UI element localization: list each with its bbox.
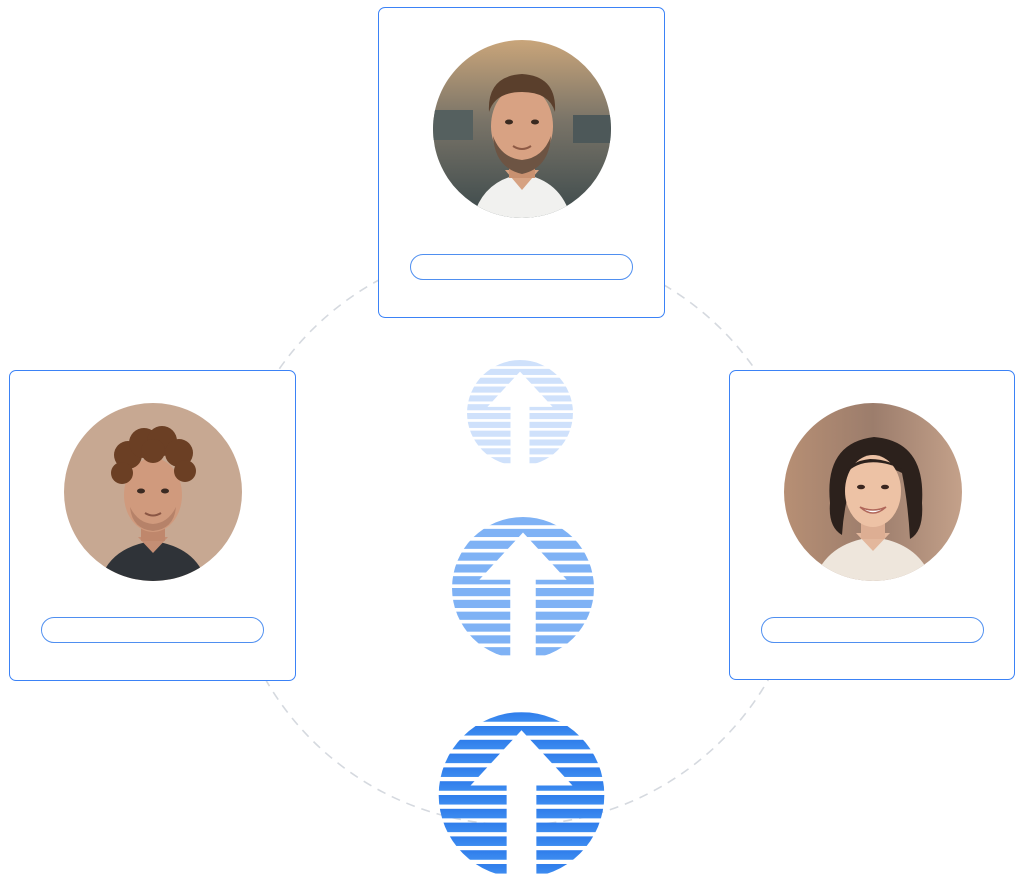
profile-card-top[interactable] — [378, 7, 665, 318]
name-placeholder-bar — [41, 617, 264, 643]
name-placeholder-bar — [761, 617, 984, 643]
portrait-image — [784, 403, 962, 581]
portrait-image — [433, 40, 611, 218]
up-arrow-striped-icon-medium — [452, 517, 594, 662]
up-arrow-striped-icon — [415, 709, 628, 881]
avatar-man-beard — [433, 40, 611, 218]
up-arrow-striped-icon-large — [438, 712, 605, 881]
name-placeholder-bar — [410, 254, 633, 280]
avatar-woman-smiling — [784, 403, 962, 581]
up-arrow-striped-icon — [452, 358, 588, 468]
profile-card-left[interactable] — [9, 370, 296, 681]
profile-card-right[interactable] — [729, 370, 1015, 680]
portrait-image — [64, 403, 242, 581]
up-arrow-striped-icon-small — [467, 360, 573, 468]
up-arrow-striped-icon — [432, 514, 614, 662]
avatar-man-curly-hair — [64, 403, 242, 581]
